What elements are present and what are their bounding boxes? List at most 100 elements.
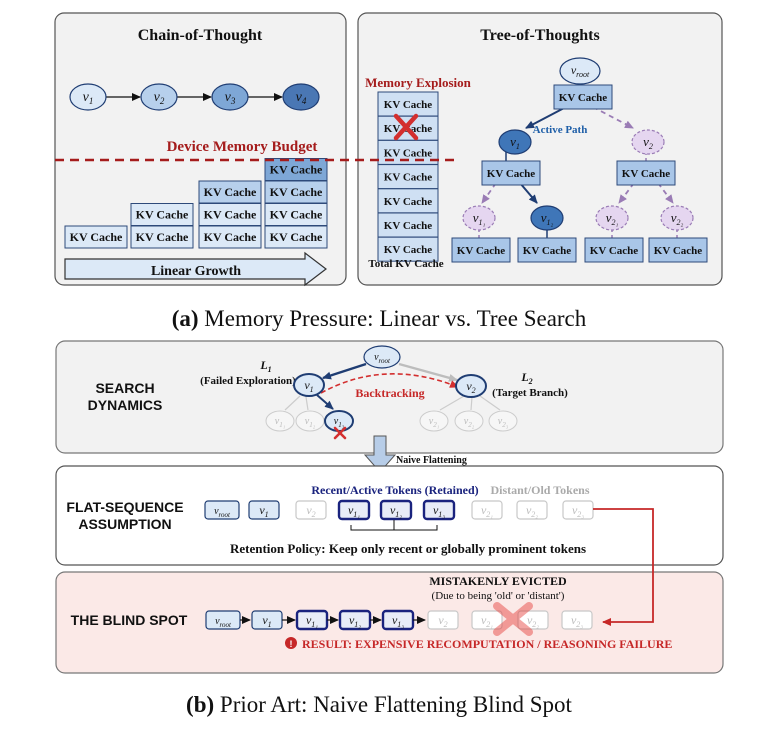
warning-icon: ! — [285, 637, 297, 649]
search-dynamics-panel — [55, 340, 724, 454]
cot-node-2: v2 — [140, 83, 178, 111]
svg-text:KV Cache: KV Cache — [70, 230, 123, 244]
kv-cache-box: KV Cache — [553, 84, 613, 110]
tree-node-v12: v1₂ — [530, 205, 564, 231]
search-leaf-node: v1₁ — [265, 410, 295, 432]
tree-node-v22: v2₂ — [660, 205, 694, 231]
svg-text:v2: v2 — [154, 90, 165, 106]
evicted-x-icon — [493, 602, 533, 636]
svg-text:KV Cache: KV Cache — [384, 99, 432, 111]
svg-text:v1: v1 — [510, 134, 520, 151]
svg-text:KV Cache: KV Cache — [487, 168, 535, 180]
kv-cache-box: KV Cache — [198, 203, 262, 226]
svg-text:KV Cache: KV Cache — [384, 220, 432, 232]
cot-node-3: v3 — [211, 83, 249, 111]
svg-text:v1: v1 — [83, 90, 94, 106]
kv-cache-box: KV Cache — [377, 188, 439, 214]
blind-spot-label: THE BLIND SPOT — [71, 612, 188, 628]
svg-text:v1₁: v1₁ — [348, 503, 360, 519]
svg-text:v1₁: v1₁ — [275, 416, 285, 429]
kv-cache-box: KV Cache — [64, 225, 128, 249]
retention-policy-label: Retention Policy: Keep only recent or gl… — [230, 541, 586, 556]
svg-text:v2₂: v2₂ — [464, 416, 475, 429]
svg-text:KV Cache: KV Cache — [136, 230, 189, 244]
svg-text:v1: v1 — [304, 378, 313, 394]
svg-text:v1: v1 — [259, 503, 268, 519]
token-box: vroot — [204, 500, 240, 520]
caption-a: (a) Memory Pressure: Linear vs. Tree Sea… — [172, 306, 587, 331]
svg-text:v2₃: v2₃ — [572, 503, 584, 519]
kv-cache-box: KV Cache — [584, 237, 644, 263]
svg-text:v3: v3 — [225, 90, 236, 106]
svg-text:v2₂: v2₂ — [526, 503, 538, 519]
token-box: v2₁ — [471, 500, 503, 520]
linear-growth-label: Linear Growth — [151, 264, 241, 279]
svg-text:v1₃: v1₃ — [334, 416, 345, 429]
svg-text:KV Cache: KV Cache — [204, 208, 257, 222]
svg-text:vroot: vroot — [374, 352, 391, 365]
svg-text:KV Cache: KV Cache — [270, 185, 323, 199]
mistakenly-evicted-label: MISTAKENLY EVICTED — [429, 574, 567, 588]
token-box: v1 — [251, 610, 283, 630]
memory-explosion-label: Memory Explosion — [365, 75, 472, 90]
tree-node-v1: v1 — [498, 129, 532, 155]
svg-text:KV Cache: KV Cache — [384, 244, 432, 256]
kv-cache-box: KV Cache — [377, 212, 439, 238]
caption-b: (b) Prior Art: Naive Flattening Blind Sp… — [186, 692, 573, 717]
svg-text:vroot: vroot — [214, 506, 231, 519]
search-leaf-node: v2₁ — [419, 410, 449, 432]
kv-cache-box: KV Cache — [264, 158, 328, 181]
tot-title: Tree-of-Thoughts — [480, 27, 599, 44]
svg-text:v1₃: v1₃ — [392, 613, 404, 629]
svg-text:KV Cache: KV Cache — [204, 185, 257, 199]
svg-text:v2₁: v2₁ — [481, 503, 493, 519]
search-tree: L1(Failed Exploration) L2(Target Branch)… — [200, 345, 568, 440]
svg-text:v2₁: v2₁ — [606, 210, 619, 227]
token-box: v1 — [248, 500, 280, 520]
svg-text:v1₁: v1₁ — [306, 613, 318, 629]
kv-cache-box: KV Cache — [377, 164, 439, 190]
svg-text:v1: v1 — [262, 613, 271, 629]
total-kv-label: Total KV Cache — [368, 258, 443, 270]
svg-text:v1₁: v1₁ — [473, 210, 486, 227]
kv-cache-box: KV Cache — [377, 91, 439, 117]
search-leaf-node: v1₂ — [295, 410, 325, 432]
svg-text:v1₂: v1₂ — [541, 210, 554, 227]
svg-text:v2₃: v2₃ — [571, 613, 583, 629]
naive-flattening-arrow: Naive Flattening — [363, 435, 467, 473]
token-box: v1₁ — [337, 499, 371, 521]
tree-root-node: vroot — [559, 57, 601, 85]
token-box: v2₃ — [561, 610, 593, 630]
token-box: v1₁ — [295, 609, 329, 631]
token-box: v1₂ — [379, 499, 413, 521]
kv-cache-box: KV Cache — [264, 180, 328, 204]
svg-text:v4: v4 — [296, 90, 307, 106]
cot-chain: v1 v2 v3 v4 — [69, 83, 320, 111]
backtracking-label: Backtracking — [355, 386, 424, 400]
result-label: RESULT: EXPENSIVE RECOMPUTATION / REASON… — [302, 637, 672, 651]
token-box: v2 — [427, 610, 459, 630]
svg-text:v2₁: v2₁ — [481, 613, 493, 629]
svg-text:KV Cache: KV Cache — [270, 208, 323, 222]
memory-budget-label: Device Memory Budget — [167, 139, 318, 155]
tree-node-v11: v1₁ — [462, 205, 496, 231]
svg-text:KV Cache: KV Cache — [270, 163, 323, 177]
token-box: v2₂ — [517, 610, 549, 630]
token-box: v1₃ — [422, 499, 456, 521]
svg-text:KV Cache: KV Cache — [384, 172, 432, 184]
search-leaf-node: v2₂ — [454, 410, 484, 432]
memory-explosion-x-icon — [393, 113, 419, 141]
cot-node-1: v1 — [69, 83, 107, 111]
svg-text:vroot: vroot — [215, 616, 232, 629]
svg-text:KV Cache: KV Cache — [136, 208, 189, 222]
recent-tokens-label: Recent/Active Tokens (Retained) — [311, 483, 478, 497]
svg-text:KV Cache: KV Cache — [204, 230, 257, 244]
search-root-node: vroot — [363, 345, 401, 369]
token-box: v2₂ — [516, 500, 548, 520]
kv-cache-box: KV Cache — [130, 225, 194, 249]
svg-text:KV Cache: KV Cache — [590, 245, 638, 257]
